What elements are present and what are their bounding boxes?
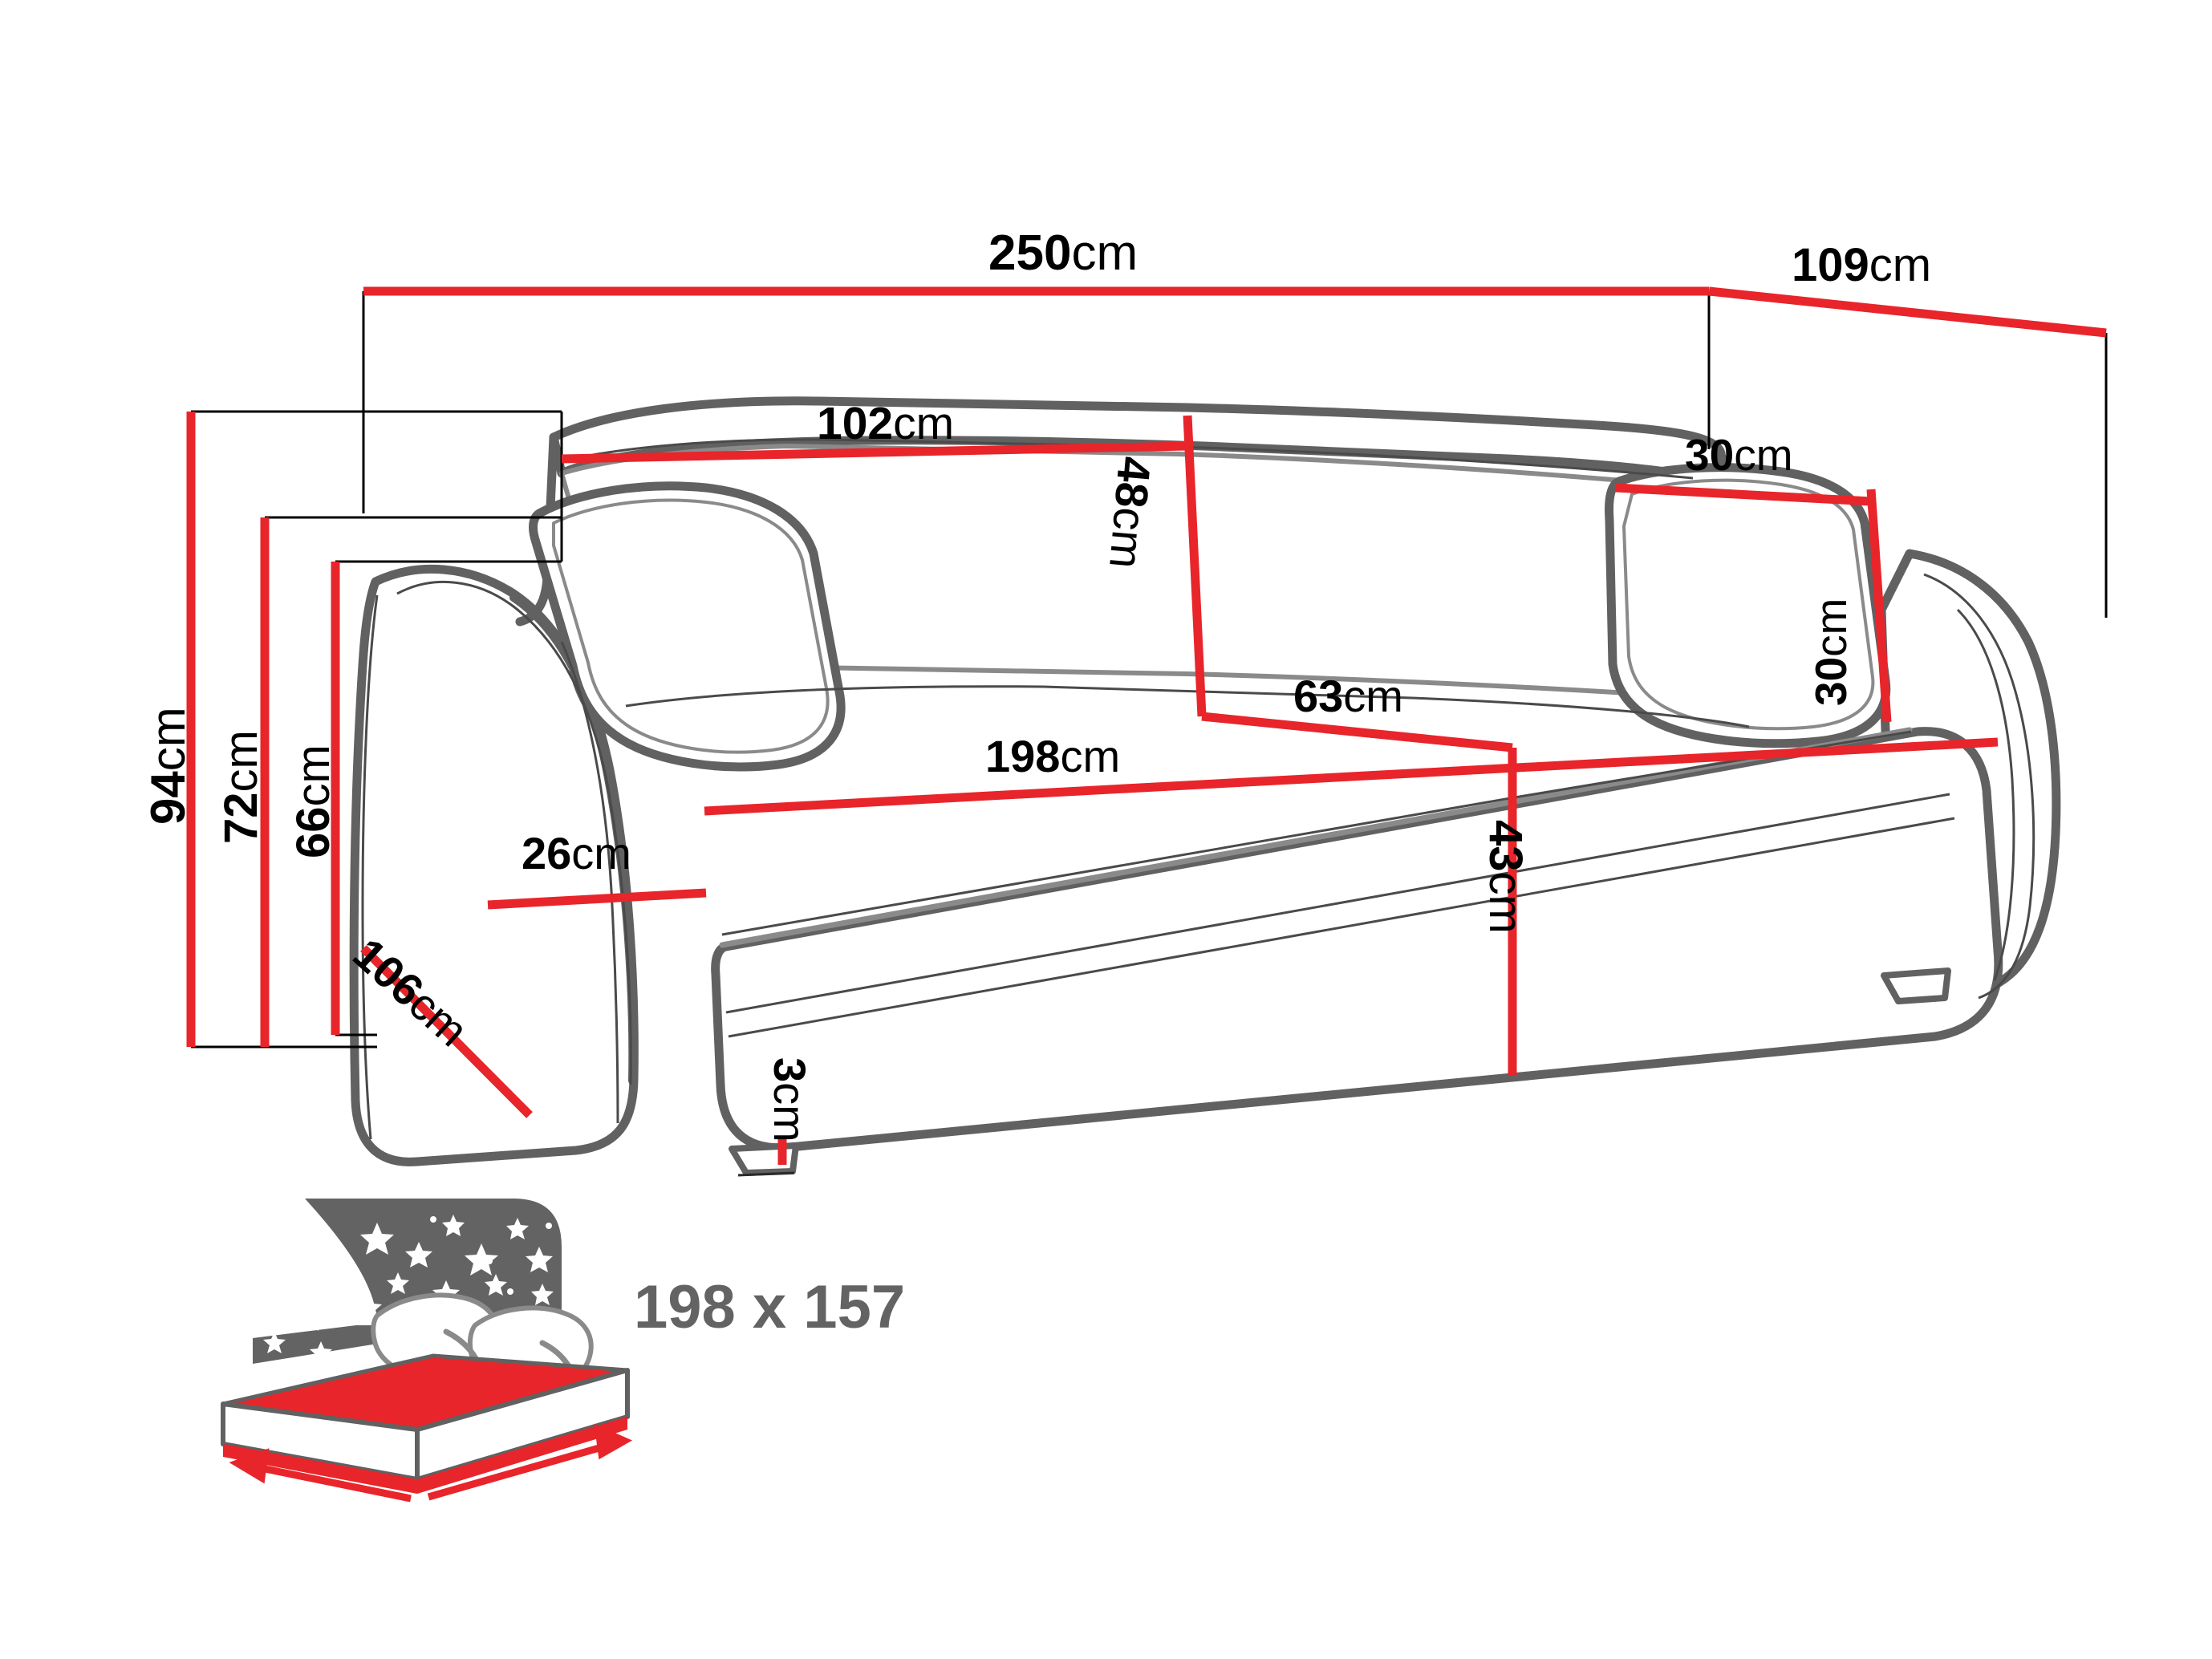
dimline-30cm-width [1615,483,1872,506]
label-250cm: 250cm [988,225,1138,281]
dimline-106cm [360,945,533,1118]
label-63cm: 63cm [1293,671,1403,721]
dimline-48cm [1183,415,1207,717]
dimline-30cm-height [1866,489,1892,723]
label-30cm-width: 30cm [1685,430,1793,480]
dimline-102cm [561,441,1188,464]
label-26cm: 26cm [522,828,631,878]
dimline-63cm [1201,712,1513,752]
label-198cm: 198cm [985,731,1121,781]
dimline-26cm [487,888,707,910]
sleeping-area-label: 198 x 157 [634,1273,906,1341]
dimline-109cm [1708,286,2107,338]
label-102cm: 102cm [817,398,955,449]
dimline-198cm [704,737,1999,816]
mattress-top [223,1356,627,1430]
label-109cm: 109cm [1792,239,1932,291]
